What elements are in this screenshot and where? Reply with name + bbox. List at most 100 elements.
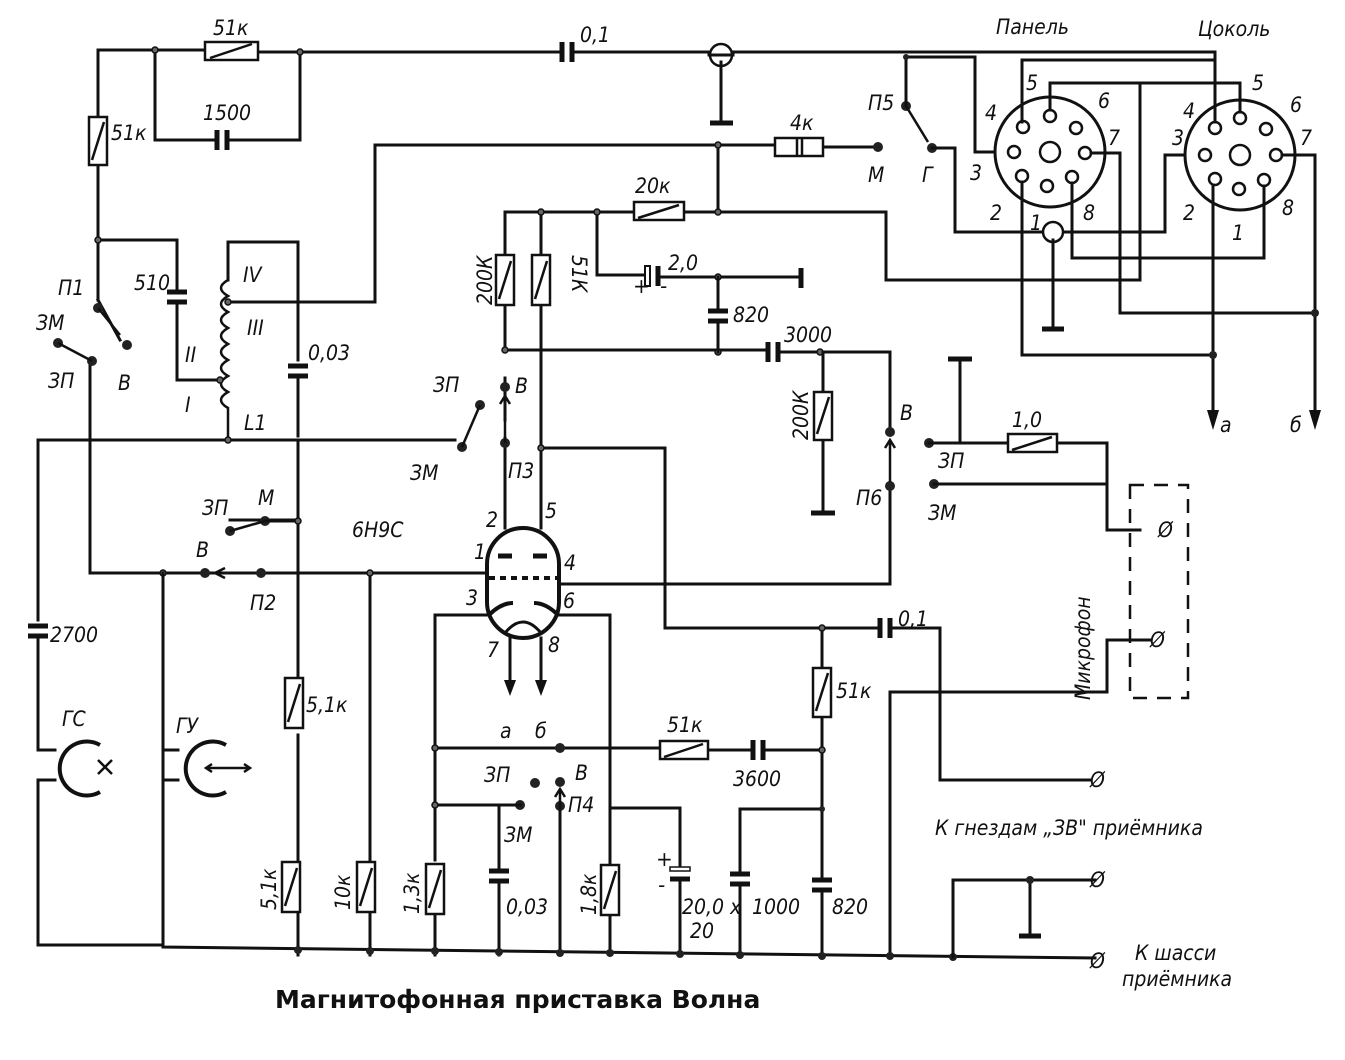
socket-base: Цоколь 5 4 6 7 3 2 1 8: [1172, 17, 1312, 245]
base-pin-8: 8: [1282, 196, 1294, 220]
resistor-200k-plate: 200К: [473, 253, 516, 307]
resistor-51k-left-label: 51к: [111, 121, 147, 145]
resistor-10k-label: 10к: [331, 874, 355, 910]
mic-input-switch: 1,0 ЗП ЗМ: [924, 356, 1142, 532]
resistor-4k: 4к: [773, 111, 825, 158]
switch-p5-label: П5: [868, 91, 894, 115]
microphone-label: Микрофон: [1071, 596, 1095, 700]
universal-head-label: ГУ: [176, 714, 200, 738]
shield-ground-top: [707, 42, 735, 126]
resistor-200k-grid: 200К: [789, 350, 835, 516]
switch-p4-zp-label: ЗП: [484, 763, 510, 787]
resistor-51k-top: 51к: [203, 16, 260, 62]
mic-switch-zm-label: ЗМ: [928, 501, 956, 525]
switch-p4-label: П4: [568, 793, 594, 817]
tube-6n9s: 2 5 1 4 3 6 7 8: [466, 499, 576, 662]
base-pin-4: 4: [1183, 99, 1195, 123]
resistor-51k-left: 51к: [87, 115, 147, 167]
switch-p4-v-label: В: [575, 761, 588, 785]
resistor-200k-grid-label: 200К: [789, 389, 813, 440]
switch-left-zp-label: ЗП: [202, 496, 228, 520]
panel-pin-6: 6: [1098, 89, 1110, 113]
capacitor-0-03-a-label: 0,03: [308, 341, 350, 365]
switch-zp-zm-center: ЗП ЗМ: [410, 373, 485, 485]
svg-text:+: +: [633, 274, 650, 298]
tube-pin-8: 8: [548, 633, 560, 657]
mic-terminal-2: Ø: [1149, 628, 1166, 652]
switch-p1-v-label: В: [118, 371, 131, 395]
switch-p3-v-label: В: [515, 374, 528, 398]
switch-zp-m-left: ЗП М: [202, 486, 300, 536]
capacitor-0-03-b-label: 0,03: [506, 895, 548, 919]
erase-head-label: ГС: [62, 707, 87, 731]
base-pin-3: 3: [1172, 126, 1184, 150]
svg-text:+: +: [656, 847, 673, 871]
switch-p6-label: П6: [856, 486, 882, 510]
capacitor-20-label: 20,0 x: [682, 895, 742, 919]
panel-pin-3: 3: [970, 161, 982, 185]
resistor-20k: 20к: [632, 174, 686, 222]
base-pin-6: 6: [1290, 93, 1302, 117]
capacitor-3000-label: 3000: [784, 323, 832, 347]
switch-p5-g-label: Г: [922, 163, 934, 187]
heater-b-label: б: [535, 719, 547, 743]
chassis-label-1: К шасси: [1135, 941, 1216, 965]
capacitor-2700: 2700: [28, 623, 98, 647]
bus-junctions: [94, 46, 957, 961]
capacitor-0-03-a: 0,03: [288, 341, 350, 379]
resistor-51k-feedback: 51к: [658, 713, 710, 761]
wire-cathodes: [433, 613, 612, 957]
capacitor-0-1-top-label: 0,1: [580, 23, 610, 47]
resistor-1-8k-label: 1,8к: [577, 873, 601, 915]
tube-pin-6: 6: [563, 589, 575, 613]
switch-p2-label: П2: [250, 591, 276, 615]
universal-head: ГУ: [176, 714, 253, 798]
switch-p4-zm-label: ЗМ: [504, 823, 532, 847]
wire-gu-leads: [161, 748, 180, 782]
switch-left-m-label: М: [258, 486, 274, 510]
switch-center-zm-label: ЗМ: [410, 461, 438, 485]
tube-pin-2: 2: [486, 508, 498, 532]
output-a-label: а: [1220, 413, 1232, 437]
resistor-4k-label: 4к: [790, 111, 814, 135]
coil-section-iii: III: [247, 316, 264, 340]
capacitor-3600: 3600: [733, 740, 781, 791]
capacitor-20-voltage-label: 20: [690, 919, 714, 943]
resistor-51k-plate: 51К: [530, 253, 591, 307]
tube-pin-7: 7: [487, 638, 499, 662]
panel-pin-5: 5: [1026, 71, 1038, 95]
svg-text:-: -: [660, 274, 667, 298]
capacitor-1500-label: 1500: [203, 101, 251, 125]
wire-b-plus: [716, 210, 1142, 282]
panel-pin-1: 1: [1030, 211, 1042, 235]
capacitor-820-a-label: 820: [733, 303, 769, 327]
base-pin-2: 2: [1183, 201, 1195, 225]
socket-wiring: а б: [1020, 58, 1321, 437]
receiver-jacks-label: К гнездам „ЗВ" приёмника: [935, 816, 1203, 840]
coil-name: L1: [244, 411, 267, 435]
capacitor-3000: 3000: [765, 323, 832, 362]
capacitor-0-1-b-label: 0,1: [898, 607, 928, 631]
schematic-title: Магнитофонная приставка Волна: [275, 985, 760, 1014]
tube-pin-4: 4: [564, 551, 576, 575]
base-pin-5: 5: [1252, 71, 1264, 95]
capacitor-2-0-label: 2,0: [668, 251, 698, 275]
capacitor-820-a: 820: [708, 275, 769, 354]
switch-p3: В П3: [498, 374, 545, 483]
resistor-10k: 10к: [331, 571, 377, 957]
switch-p5-m-label: М: [868, 163, 884, 187]
resistor-51k-out: 51к: [811, 626, 872, 957]
switch-p1: П1 ЗМ ЗП В: [36, 276, 132, 395]
capacitor-20: + - 20,0 x 20: [656, 847, 742, 943]
coil-section-i: I: [185, 393, 191, 417]
switch-p6-v-label: В: [900, 401, 913, 425]
socket-panel-label: Панель: [996, 15, 1069, 39]
capacitor-2-0: 2,0 + -: [633, 251, 698, 298]
capacitor-820-b-label: 820: [832, 895, 868, 919]
capacitor-820-b: 820: [812, 877, 868, 919]
erase-head: ГС: [57, 707, 113, 798]
capacitor-510-label: 510: [134, 271, 170, 295]
wire-2-0: [595, 210, 802, 279]
wire-anode2-out: [539, 446, 1092, 782]
